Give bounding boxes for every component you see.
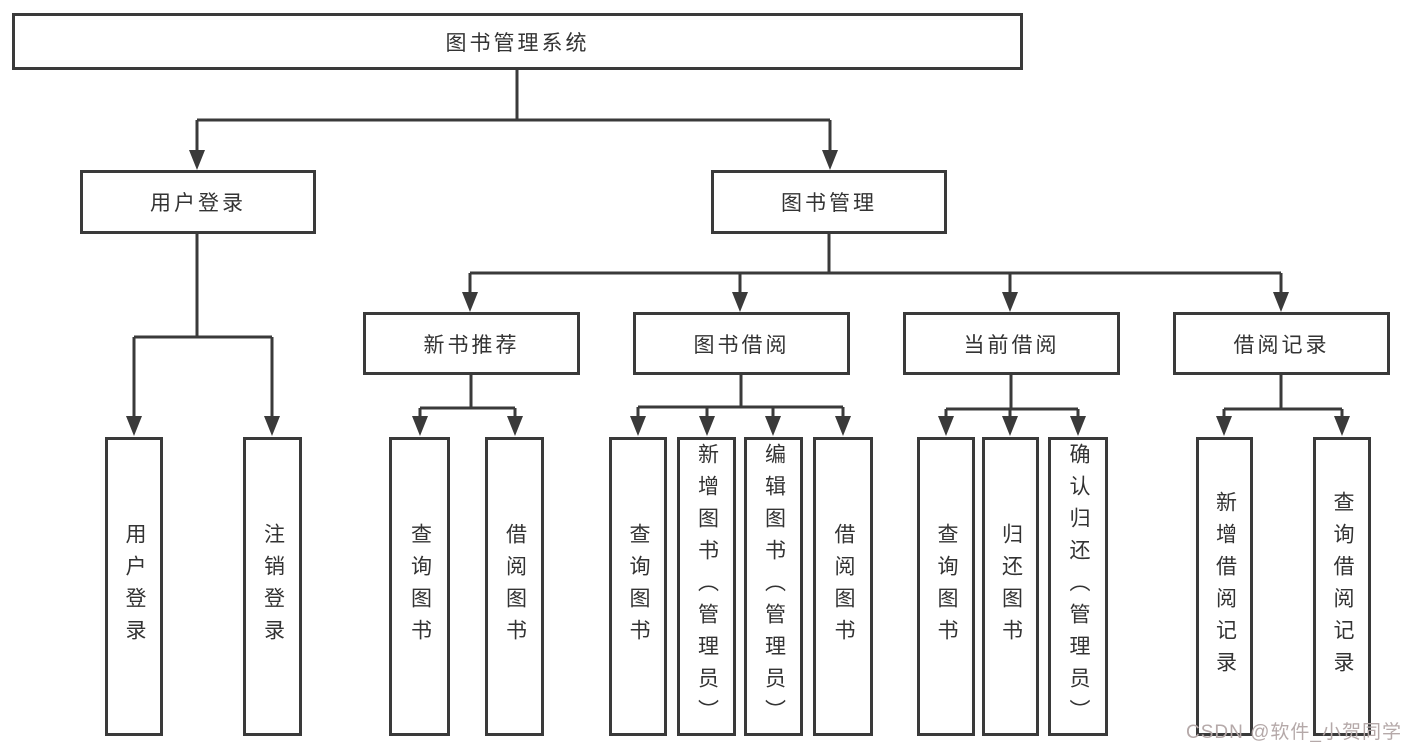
node-leaf-add-book-admin: 新增图书（管理员） — [677, 437, 736, 736]
arrow-down-icon — [1273, 292, 1289, 312]
node-leaf-confirm-return-admin: 确认归还（管理员） — [1048, 437, 1108, 736]
arrow-down-icon — [264, 416, 280, 436]
connector-borrow-split — [636, 375, 845, 418]
node-current-borrow: 当前借阅 — [903, 312, 1120, 375]
arrow-down-icon — [732, 292, 748, 312]
arrow-down-icon — [1002, 416, 1018, 436]
node-leaf-add-borrow-record: 新增借阅记录 — [1196, 437, 1253, 736]
node-leaf-query-book: 查询图书 — [389, 437, 450, 736]
node-library-management-system: 图书管理系统 — [12, 13, 1023, 70]
arrowheads-current-split — [938, 416, 1086, 436]
arrow-down-icon — [412, 416, 428, 436]
node-user-login: 用户登录 — [80, 170, 316, 234]
arrow-down-icon — [1070, 416, 1086, 436]
arrowheads-mgmt-split — [462, 292, 1289, 312]
node-leaf-query-borrow-record: 查询借阅记录 — [1313, 437, 1371, 736]
connector-login-split — [132, 234, 274, 418]
node-leaf-borrow-book: 借阅图书 — [485, 437, 544, 736]
arrowheads-record-split — [1216, 416, 1350, 436]
arrow-down-icon — [835, 416, 851, 436]
node-leaf-user-login: 用户登录 — [105, 437, 163, 736]
arrowheads-root-split — [189, 150, 838, 170]
arrow-down-icon — [822, 150, 838, 170]
node-leaf-query-book: 查询图书 — [917, 437, 975, 736]
arrow-down-icon — [189, 150, 205, 170]
arrowheads-borrow-split — [630, 416, 851, 436]
node-book-management: 图书管理 — [711, 170, 947, 234]
arrow-down-icon — [765, 416, 781, 436]
node-book-borrow: 图书借阅 — [633, 312, 850, 375]
node-new-book-recommend: 新书推荐 — [363, 312, 580, 375]
node-leaf-logout: 注销登录 — [243, 437, 302, 736]
node-leaf-return-book: 归还图书 — [982, 437, 1039, 736]
arrow-down-icon — [699, 416, 715, 436]
arrow-down-icon — [1002, 292, 1018, 312]
arrow-down-icon — [1334, 416, 1350, 436]
csdn-watermark: CSDN @软件_小贺同学 — [1186, 722, 1402, 743]
connector-mgmt-split — [468, 234, 1283, 294]
connector-record-split — [1222, 375, 1344, 418]
arrow-down-icon — [507, 416, 523, 436]
arrowheads-login-split — [126, 416, 280, 436]
connector-current-split — [944, 375, 1080, 418]
arrowheads-newbook-split — [412, 416, 523, 436]
arrow-down-icon — [462, 292, 478, 312]
arrow-down-icon — [630, 416, 646, 436]
connector-newbook-split — [418, 375, 517, 418]
node-leaf-query-book: 查询图书 — [609, 437, 667, 736]
node-leaf-borrow-book: 借阅图书 — [813, 437, 873, 736]
arrow-down-icon — [126, 416, 142, 436]
arrow-down-icon — [1216, 416, 1232, 436]
node-leaf-edit-book-admin: 编辑图书（管理员） — [744, 437, 803, 736]
node-borrow-record: 借阅记录 — [1173, 312, 1390, 375]
arrow-down-icon — [938, 416, 954, 436]
connector-root-split — [195, 69, 832, 152]
